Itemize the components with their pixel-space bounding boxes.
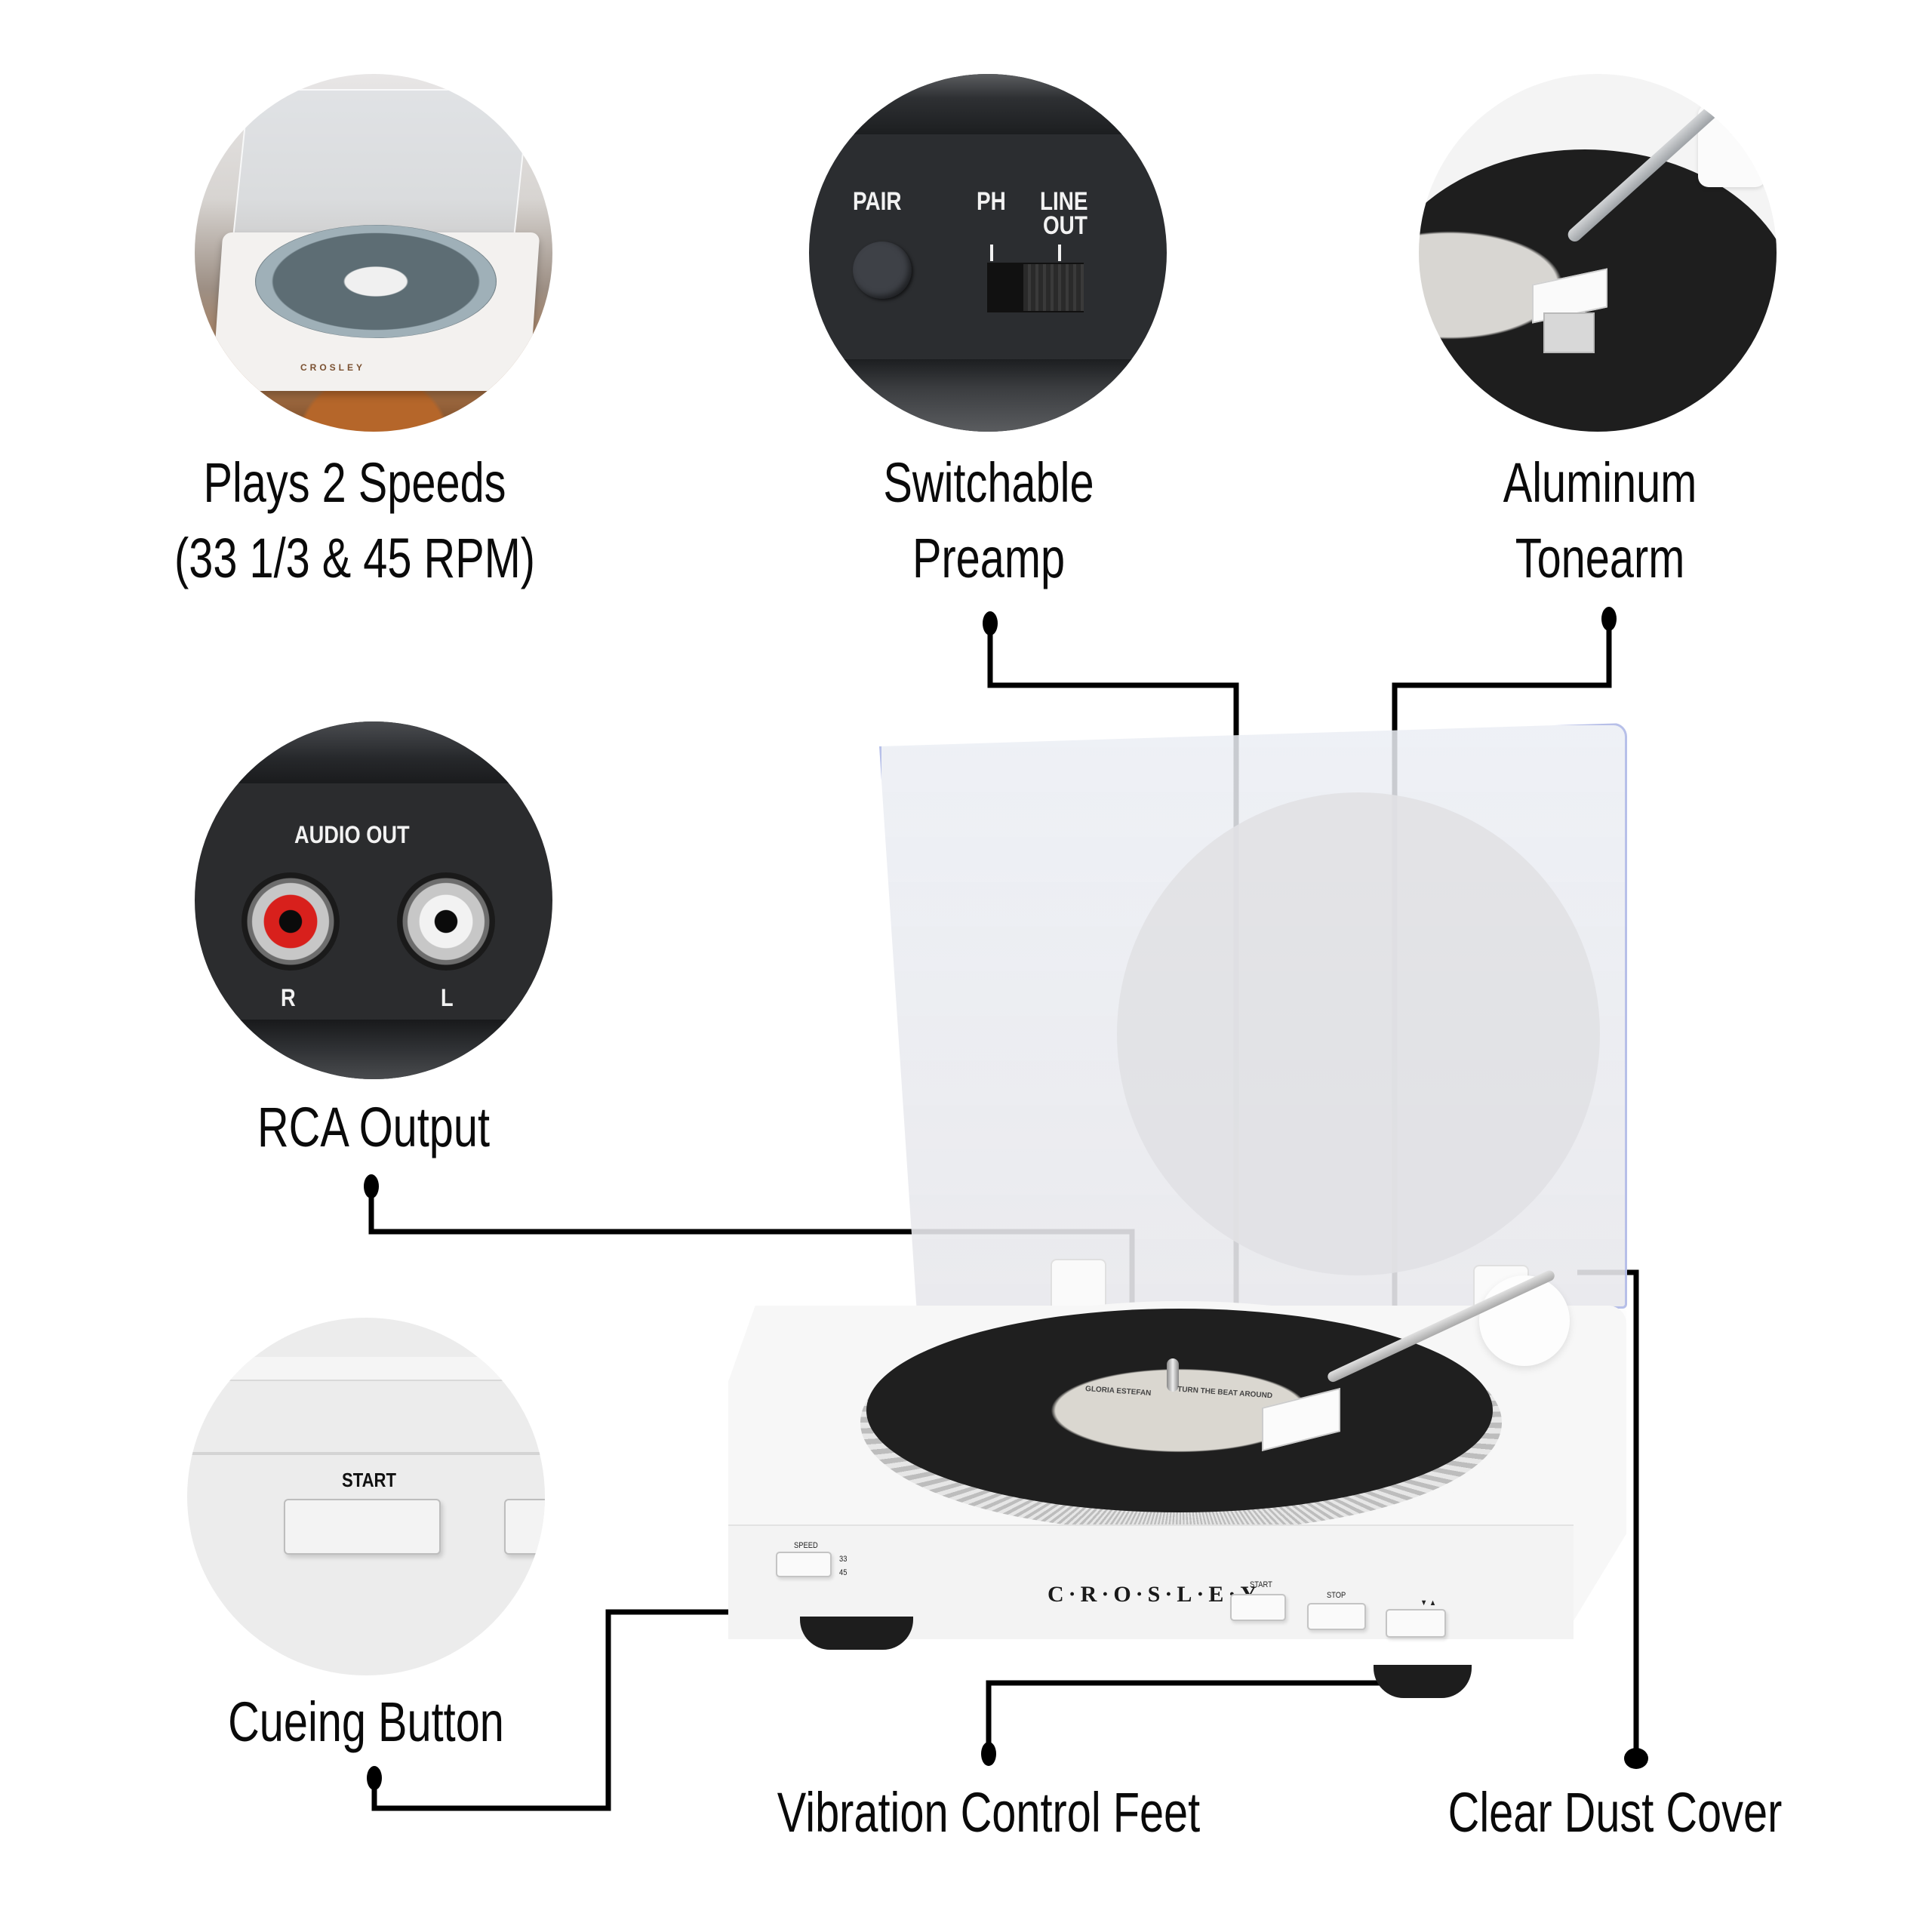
ph-label: PH <box>977 187 1006 216</box>
feature-title: Clear Dust Cover <box>1447 1781 1783 1844</box>
rca-jack-right <box>242 872 340 971</box>
leader-dot-tonearm <box>1601 607 1617 631</box>
speed-33-label: 33 <box>839 1555 848 1564</box>
start-button <box>1230 1594 1286 1621</box>
stop-label: STOP <box>1327 1591 1346 1600</box>
feature-label-rca: RCA Output <box>168 1090 580 1165</box>
feature-subtitle: Preamp <box>912 527 1066 589</box>
rca-feature-image: AUDIO OUT R L <box>195 721 552 1079</box>
crosley-logo: C·R·O·S·L·E·Y <box>1048 1582 1262 1607</box>
speed-label: SPEED <box>794 1541 818 1550</box>
ph-tick <box>990 245 993 261</box>
start-label: START <box>342 1469 397 1491</box>
lift-label: ▼ ▲ <box>1420 1598 1437 1607</box>
feature-label-feet: Vibration Control Feet <box>753 1775 1224 1850</box>
speeds-feature-image: CROSLEY <box>195 74 552 432</box>
stop-button <box>1307 1603 1366 1630</box>
audio-out-label: AUDIO OUT <box>294 821 410 848</box>
lift-button <box>1386 1609 1446 1638</box>
leader-dot-feet <box>981 1742 996 1766</box>
feature-label-cover: Clear Dust Cover <box>1380 1775 1850 1850</box>
spindle <box>1167 1358 1179 1392</box>
vibration-foot-left <box>800 1617 913 1650</box>
speed-button <box>776 1552 832 1577</box>
leader-dot-cover <box>1624 1748 1648 1769</box>
line-label: LINE <box>1040 187 1088 216</box>
panel-rail-bottom <box>195 1020 552 1079</box>
preamp-switch-knob <box>1023 264 1084 311</box>
feature-subtitle: Tonearm <box>1515 527 1685 589</box>
stop-button-partial <box>504 1499 545 1555</box>
speed-45-label: 45 <box>839 1568 848 1577</box>
feature-title: Plays 2 Speeds <box>203 451 506 514</box>
preamp-feature-image: PAIR PH LINE OUT <box>809 74 1167 432</box>
rca-jack-left <box>397 872 495 971</box>
start-button <box>284 1499 441 1555</box>
line-out-tick <box>1058 245 1061 261</box>
feature-title: Cueing Button <box>228 1690 504 1753</box>
dust-cover-reflection <box>1117 792 1600 1275</box>
clear-vinyl-record <box>255 225 497 338</box>
leader-dot-rca <box>364 1174 379 1198</box>
start-label: START <box>1250 1580 1272 1589</box>
left-channel-label: L <box>441 984 454 1011</box>
pair-button <box>853 242 912 299</box>
cueing-feature-image: START <box>187 1318 545 1675</box>
feature-title: Vibration Control Feet <box>777 1781 1201 1844</box>
right-channel-label: R <box>281 984 296 1011</box>
vinyl-record <box>866 1309 1493 1512</box>
feature-title: Aluminum <box>1503 451 1697 514</box>
panel-edge <box>187 1357 545 1381</box>
panel-rail-bottom <box>809 359 1167 432</box>
panel-groove <box>187 1452 545 1455</box>
leader-dot-cueing <box>367 1766 382 1790</box>
feature-label-preamp: Switchable Preamp <box>783 445 1195 596</box>
out-label: OUT <box>1043 211 1088 240</box>
leader-dot-preamp <box>983 611 998 635</box>
panel-rail-top <box>195 721 552 783</box>
feature-title: Switchable <box>883 451 1094 514</box>
feature-label-speeds: Plays 2 Speeds (33 1/3 & 45 RPM) <box>149 445 561 596</box>
tonearm-feature-image <box>1419 74 1777 432</box>
feature-label-cueing: Cueing Button <box>160 1684 572 1760</box>
panel-rail-top <box>809 74 1167 134</box>
cartridge <box>1543 312 1595 353</box>
pair-label: PAIR <box>853 187 902 216</box>
brand-logo: CROSLEY <box>300 362 366 373</box>
dust-cover-open <box>232 89 531 243</box>
feature-label-tonearm: Aluminum Tonearm <box>1394 445 1806 596</box>
feature-subtitle: (33 1/3 & 45 RPM) <box>174 527 535 589</box>
vibration-foot-right <box>1374 1665 1472 1698</box>
feature-title: RCA Output <box>257 1096 490 1158</box>
